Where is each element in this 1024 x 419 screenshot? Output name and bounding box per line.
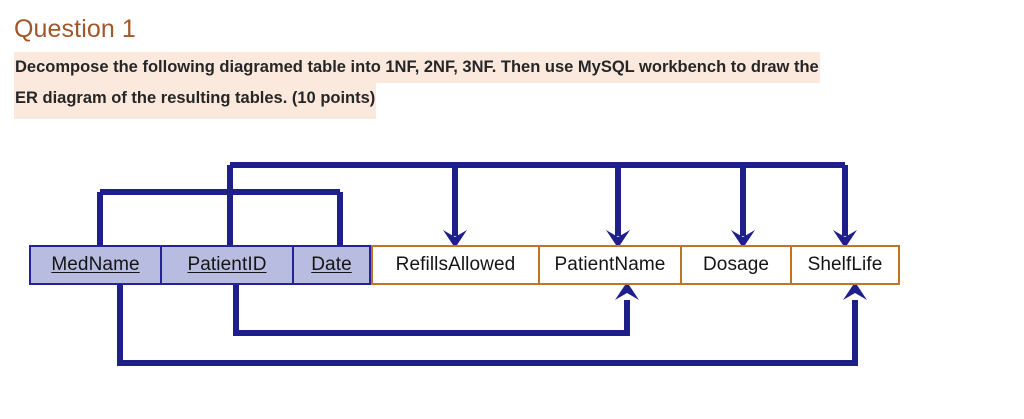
question-body-line-1: Decompose the following diagramed table … — [14, 52, 820, 83]
attribute-cell-medname[interactable]: MedName — [29, 245, 161, 285]
page-title: Question 1 — [14, 15, 136, 43]
attribute-label-patientname: PatientName — [554, 254, 666, 275]
attribute-cell-shelflife[interactable]: ShelfLife — [791, 245, 900, 285]
arrowhead-up-patientname — [615, 282, 639, 300]
attribute-label-refillsallowed: RefillsAllowed — [395, 254, 516, 275]
fd-medname-shelflife — [117, 285, 858, 366]
attribute-label-medname: MedName — [51, 254, 140, 275]
fd-full-key-arrows — [452, 165, 848, 236]
fd-patientid-patientname — [233, 285, 630, 336]
attribute-cell-patientname[interactable]: PatientName — [539, 245, 681, 285]
fd-patientid-path — [233, 285, 630, 336]
attribute-cell-patientid[interactable]: PatientID — [161, 245, 293, 285]
attribute-cell-refillsallowed[interactable]: RefillsAllowed — [371, 245, 539, 285]
attribute-cell-dosage[interactable]: Dosage — [681, 245, 791, 285]
attribute-label-dosage: Dosage — [702, 254, 770, 275]
attribute-label-date: Date — [311, 254, 352, 275]
arrowhead-up-shelflife — [843, 282, 867, 300]
arrowhead-shelflife — [833, 230, 857, 248]
fd-full-key-arrowheads — [443, 230, 857, 248]
arrowhead-patientname — [606, 230, 630, 248]
attribute-table: MedName PatientID Date RefillsAllowed Pa… — [29, 245, 900, 285]
question-body-line-2: ER diagram of the resulting tables. (10 … — [14, 83, 377, 119]
question-body: Decompose the following diagramed table … — [14, 52, 926, 119]
arrowhead-dosage — [731, 230, 755, 248]
fd-medname-path — [117, 285, 858, 366]
attribute-label-patientid: PatientID — [187, 254, 267, 275]
arrowhead-refillsallowed — [443, 230, 467, 248]
attribute-label-shelflife: ShelfLife — [807, 254, 883, 275]
attribute-cell-date[interactable]: Date — [293, 245, 371, 285]
